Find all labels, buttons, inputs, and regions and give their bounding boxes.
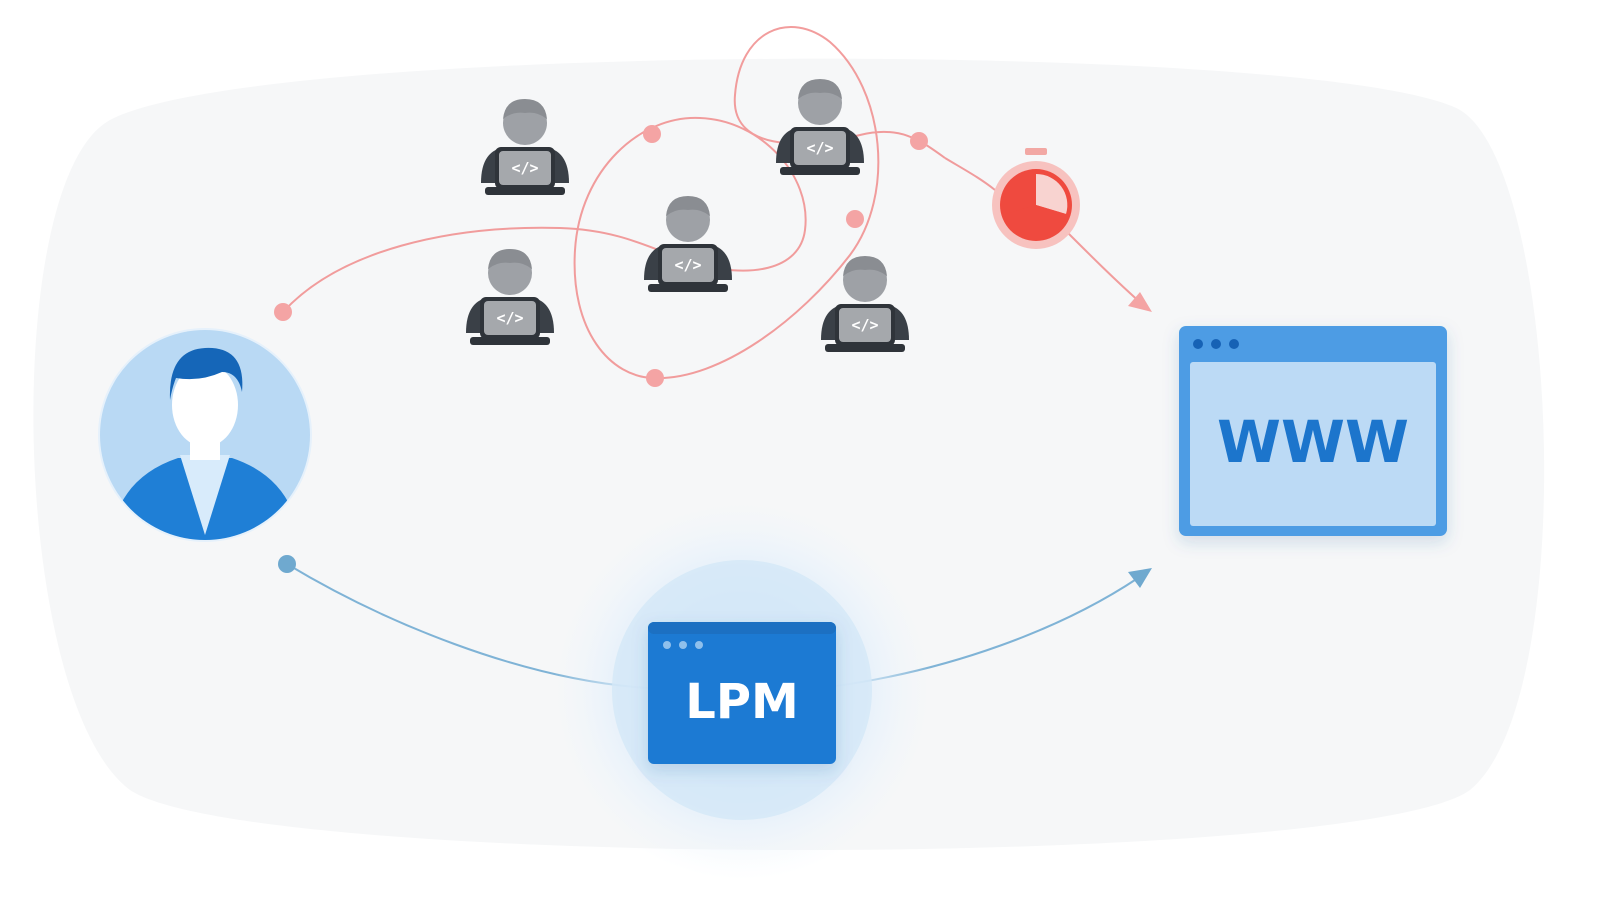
website-label: WWW [1217,408,1409,476]
window-dot [679,641,687,649]
route-start-node [278,555,296,573]
proxy-node [846,210,864,228]
direct-arrowhead [1128,568,1152,588]
lpm-box: LPM [648,622,836,764]
window-dot [695,641,703,649]
proxy-nodes [274,125,928,387]
stopwatch-icon [992,148,1080,249]
proxy-node [910,132,928,150]
window-dot [663,641,671,649]
lpm-label: LPM [685,674,799,730]
proxy-node [274,303,292,321]
window-dot [1193,339,1203,349]
proxy-arrowhead [1128,292,1152,312]
window-dot [1211,339,1221,349]
background-blob [33,58,1545,851]
proxy-node [646,369,664,387]
proxy-node [643,125,661,143]
browser-window-icon: WWW [1179,326,1447,536]
window-dot [1229,339,1239,349]
user-avatar-icon [98,328,312,542]
